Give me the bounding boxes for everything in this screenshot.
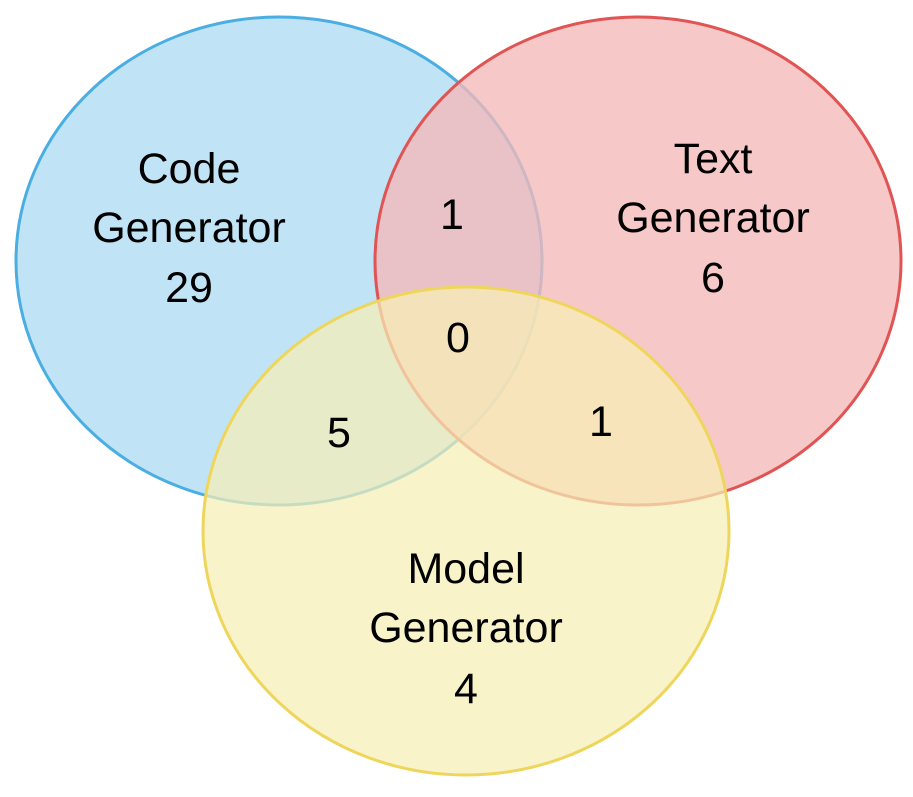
text-generator-name-line1: Text: [674, 135, 753, 183]
text-generator-count: 6: [701, 254, 725, 302]
text-generator-name-line2: Generator: [616, 194, 810, 242]
code-model-overlap-count: 5: [327, 409, 351, 457]
text-model-overlap-count: 1: [589, 398, 613, 446]
model-generator-count: 4: [454, 665, 478, 713]
model-generator-name-line2: Generator: [369, 604, 563, 652]
code-generator-name-line2: Generator: [92, 204, 286, 252]
model-generator-circle: [201, 285, 731, 777]
model-generator-name-line1: Model: [407, 545, 524, 593]
code-generator-name-line1: Code: [138, 145, 241, 193]
code-text-overlap-count: 1: [440, 191, 464, 239]
all-three-overlap-count: 0: [446, 314, 470, 362]
code-generator-count: 29: [165, 264, 213, 312]
